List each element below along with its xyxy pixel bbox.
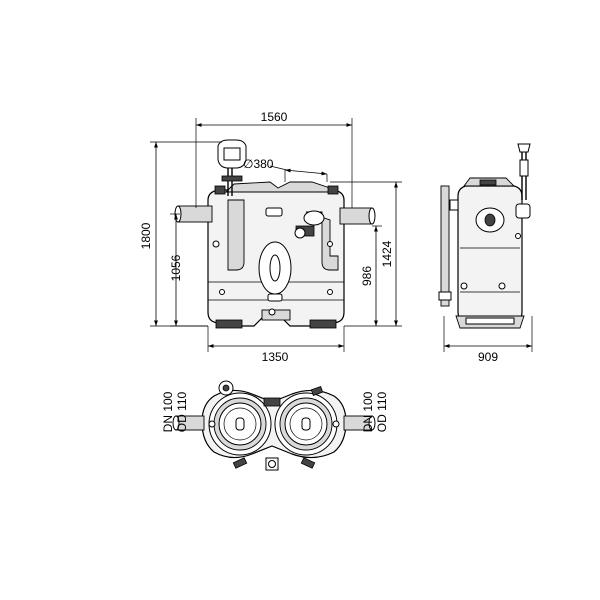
left-cover-handle (235, 417, 245, 431)
internal-pipe-left (227, 199, 245, 271)
side-view (438, 143, 531, 329)
label-plate (267, 293, 283, 302)
side-bolt (460, 282, 468, 290)
inspection-window-inner (269, 254, 281, 282)
dim-line-diameter (284, 168, 328, 176)
side-pipe-clamp (438, 291, 452, 301)
dim-height-total: 1800 (139, 222, 153, 249)
top-bracket-right (300, 457, 316, 469)
right-cover-inner (289, 407, 323, 441)
label-right-dn: DN 100 (361, 391, 375, 432)
bolt (327, 289, 333, 295)
label-right-od: OD 110 (375, 391, 389, 432)
pipe-labels: DN 100 OD 110 DN 100 OD 110 (161, 391, 389, 432)
side-pipe-fitting (449, 199, 459, 211)
top-bolt (332, 420, 340, 428)
bolt (268, 308, 276, 316)
side-pipe-left (440, 185, 450, 307)
top-bottom-bolt (268, 460, 276, 468)
bolt (327, 241, 333, 247)
inlet-pipe-left (177, 205, 213, 223)
inspection-window-outer (258, 241, 292, 295)
bolt (212, 240, 220, 248)
side-top-flange (479, 179, 497, 186)
side-bolt (515, 233, 521, 239)
side-vent-joint (515, 203, 531, 219)
bolt (219, 289, 225, 295)
side-tank-body (457, 185, 523, 323)
outlet-pipe-right-end (368, 207, 376, 225)
dim-height-body: 1424 (380, 240, 394, 267)
label-left-dn: DN 100 (161, 391, 175, 432)
tank-top (224, 181, 336, 193)
dim-diameter: ∅380 (243, 157, 274, 171)
side-base-slot (465, 317, 515, 325)
pump-fitting (294, 227, 306, 239)
top-pipe-right-end (368, 415, 376, 431)
foot-right (309, 319, 337, 329)
dim-width-base: 1350 (262, 350, 289, 364)
internal-pipe-right (305, 211, 339, 271)
top-bracket-upper (310, 385, 324, 397)
hand-pump-window (223, 147, 241, 161)
front-view (174, 139, 376, 329)
pump-head (303, 210, 325, 226)
left-cover-inner (223, 407, 257, 441)
foot-left (215, 319, 243, 329)
top-pipe-left-end (172, 415, 180, 431)
top-center-fitting (263, 397, 281, 407)
top-bracket-left (232, 457, 248, 469)
side-vent-cap (517, 143, 531, 153)
label-left-od: OD 110 (175, 391, 189, 432)
dim-width-total: 1560 (261, 110, 288, 124)
dim-height-outlet: 986 (360, 266, 374, 286)
side-dimensions: 909 (443, 316, 533, 364)
label-plate (265, 207, 283, 217)
top-view (172, 380, 376, 471)
outlet-pipe-right (339, 207, 373, 225)
top-vent-core (222, 384, 230, 392)
dim-height-inlet: 1056 (169, 254, 183, 281)
top-bolt (208, 420, 216, 428)
right-cover-handle (301, 417, 311, 431)
top-flange (214, 185, 226, 195)
foot-center (261, 309, 291, 321)
side-bolt (498, 282, 506, 290)
side-window-inner (484, 213, 496, 227)
side-vent-body (519, 159, 529, 177)
dim-depth-side: 909 (478, 350, 498, 364)
hand-pump-clamp (221, 175, 243, 182)
front-dimensions: 1560 ∅380 1800 1056 986 1424 1350 (139, 110, 402, 364)
top-flange (327, 185, 339, 195)
leader-line (269, 165, 288, 171)
